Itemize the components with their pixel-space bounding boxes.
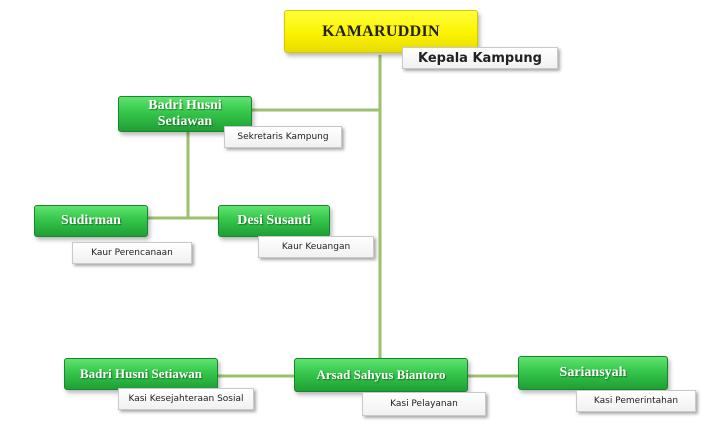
kaur-perencanaan-role: Kaur Perencanaan	[72, 242, 192, 264]
kaur-keuangan-node: Desi Susanti	[218, 205, 330, 237]
head-role: Kepala Kampung	[402, 47, 558, 69]
secretary-name-line1: Badri Husni	[148, 98, 222, 113]
kaur-perencanaan-name: Sudirman	[61, 213, 121, 228]
kaur-keuangan-role: Kaur Keuangan	[258, 236, 374, 258]
secretary-role: Sekretaris Kampung	[224, 126, 342, 148]
kasi-pemerintahan-role: Kasi Pemerintahan	[576, 390, 696, 412]
kaur-perencanaan-node: Sudirman	[34, 205, 148, 237]
kasi-pelayanan-name: Arsad Sahyus Biantoro	[316, 367, 446, 382]
head-node: KAMARUDDIN	[284, 10, 478, 53]
kasi-kesejahteraan-role: Kasi Kesejahteraan Sosial	[118, 388, 254, 410]
kasi-pelayanan-node: Arsad Sahyus Biantoro	[294, 358, 468, 392]
secretary-name-line2: Setiawan	[157, 114, 213, 129]
kasi-pemerintahan-node: Sariansyah	[518, 356, 668, 390]
kasi-pelayanan-role: Kasi Pelayanan	[362, 392, 486, 416]
kasi-pemerintahan-name: Sariansyah	[559, 365, 627, 380]
kasi-kesejahteraan-node: Badri Husni Setiawan	[64, 358, 218, 390]
head-name: KAMARUDDIN	[322, 22, 440, 40]
kasi-kesejahteraan-name: Badri Husni Setiawan	[79, 366, 203, 381]
kaur-keuangan-name: Desi Susanti	[237, 213, 311, 228]
